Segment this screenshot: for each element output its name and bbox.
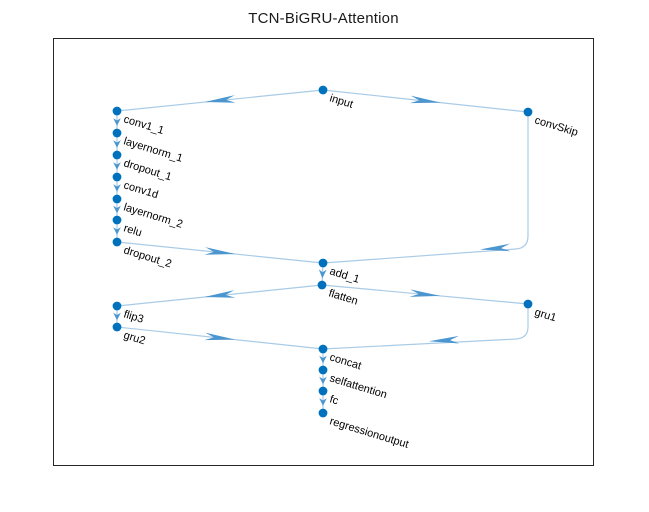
arrowhead-concat-to-selfattention	[319, 355, 327, 364]
node-dropout_2	[112, 237, 122, 247]
node-label-fc: fc	[328, 393, 340, 407]
arrowhead-conv1_1-to-layernorm_1	[113, 118, 121, 126]
node-gru1	[523, 299, 533, 309]
arrowhead-input-to-conv1_1	[204, 95, 236, 103]
arrowhead-flip3-to-gru2	[113, 312, 121, 321]
arrowhead-layernorm_1-to-dropout_1	[113, 140, 121, 148]
arrowhead-relu-to-dropout_2	[113, 227, 121, 235]
arrowhead-conv1d-to-layernorm_2	[113, 184, 121, 192]
figure-title: TCN-BiGRU-Attention	[248, 10, 399, 27]
node-label-dropout_2: dropout_2	[122, 244, 173, 270]
axes-border	[53, 38, 594, 466]
node-label-gru2: gru2	[122, 329, 147, 347]
node-label-gru1: gru1	[533, 306, 558, 324]
arrowhead-gru1-to-concat	[428, 335, 460, 344]
node-concat	[318, 344, 328, 354]
node-label-concat: concat	[328, 351, 363, 372]
node-label-flatten: flatten	[327, 287, 359, 307]
node-label-dropout_1: dropout_1	[122, 157, 173, 183]
node-label-convSkip: convSkip	[533, 114, 579, 139]
node-label-relu: relu	[122, 222, 143, 239]
node-layernorm_1	[112, 128, 122, 138]
arrowhead-add_1-to-flatten	[318, 269, 327, 279]
node-label-conv1_1: conv1_1	[122, 113, 165, 137]
node-regressionoutput	[318, 408, 328, 418]
node-label-regressionoutput: regressionoutput	[328, 415, 410, 450]
node-relu	[112, 215, 122, 225]
node-label-flip3: flip3	[122, 308, 145, 325]
arrowhead-dropout_1-to-conv1d	[113, 162, 121, 170]
node-add_1	[318, 258, 328, 268]
node-selfattention	[318, 365, 328, 375]
arrowhead-dropout_2-to-add_1	[204, 247, 236, 255]
node-gru2	[112, 322, 122, 332]
arrowhead-gru2-to-concat	[204, 332, 236, 341]
node-layernorm_2	[112, 194, 122, 204]
arrowhead-convSkip-to-add_1	[479, 243, 511, 252]
node-flatten	[317, 280, 327, 290]
node-label-add_1: add_1	[328, 265, 361, 285]
node-conv1d	[112, 172, 122, 182]
node-label-conv1d: conv1d	[122, 179, 159, 201]
arrowhead-fc-to-regressionoutput	[319, 398, 327, 406]
node-input	[318, 85, 328, 95]
node-flip3	[112, 301, 122, 311]
node-fc	[318, 386, 328, 396]
arrowhead-layernorm_2-to-relu	[113, 205, 121, 214]
node-convSkip	[523, 107, 533, 117]
node-label-input: input	[328, 92, 354, 110]
arrowhead-flatten-to-gru1	[409, 289, 441, 297]
edge-convSkip-to-add_1	[322, 112, 529, 264]
arrowhead-flatten-to-flip3	[204, 290, 236, 298]
edge-gru1-to-concat	[322, 304, 529, 350]
node-dropout_1	[112, 150, 122, 160]
node-conv1_1	[112, 106, 122, 116]
arrowhead-selfattention-to-fc	[319, 376, 327, 385]
arrowhead-input-to-convSkip	[409, 95, 441, 104]
